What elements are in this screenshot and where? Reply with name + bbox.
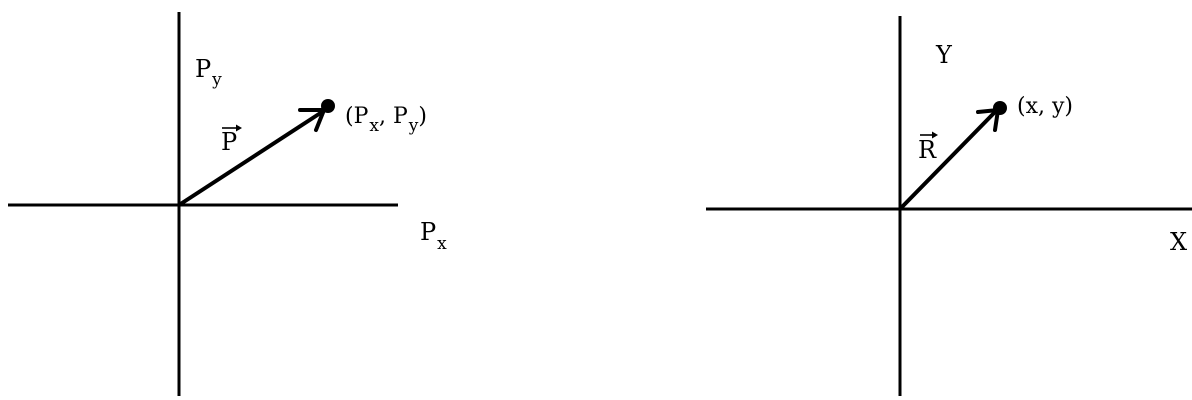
r-vector-label: R [918,131,938,164]
p-vector-shaft [177,110,324,207]
r-point-label: (x, y) [1017,94,1073,119]
p-vector-label: P [221,124,242,156]
momentum-space-panel: P Py Px (Px, Py) [8,12,447,396]
r-point-dot [993,101,1007,115]
py-axis-label: Py [195,55,222,90]
svg-text:P: P [221,128,237,156]
p-point-dot [321,99,335,113]
position-space-panel: R Y X (x, y) [706,16,1192,396]
y-axis-label: Y [935,41,953,69]
svg-text:R: R [918,136,937,164]
x-axis-label: X [1170,228,1187,256]
r-vector-shaft [898,110,997,211]
px-axis-label: Px [420,218,447,254]
p-point-label: (Px, Py) [345,104,427,136]
